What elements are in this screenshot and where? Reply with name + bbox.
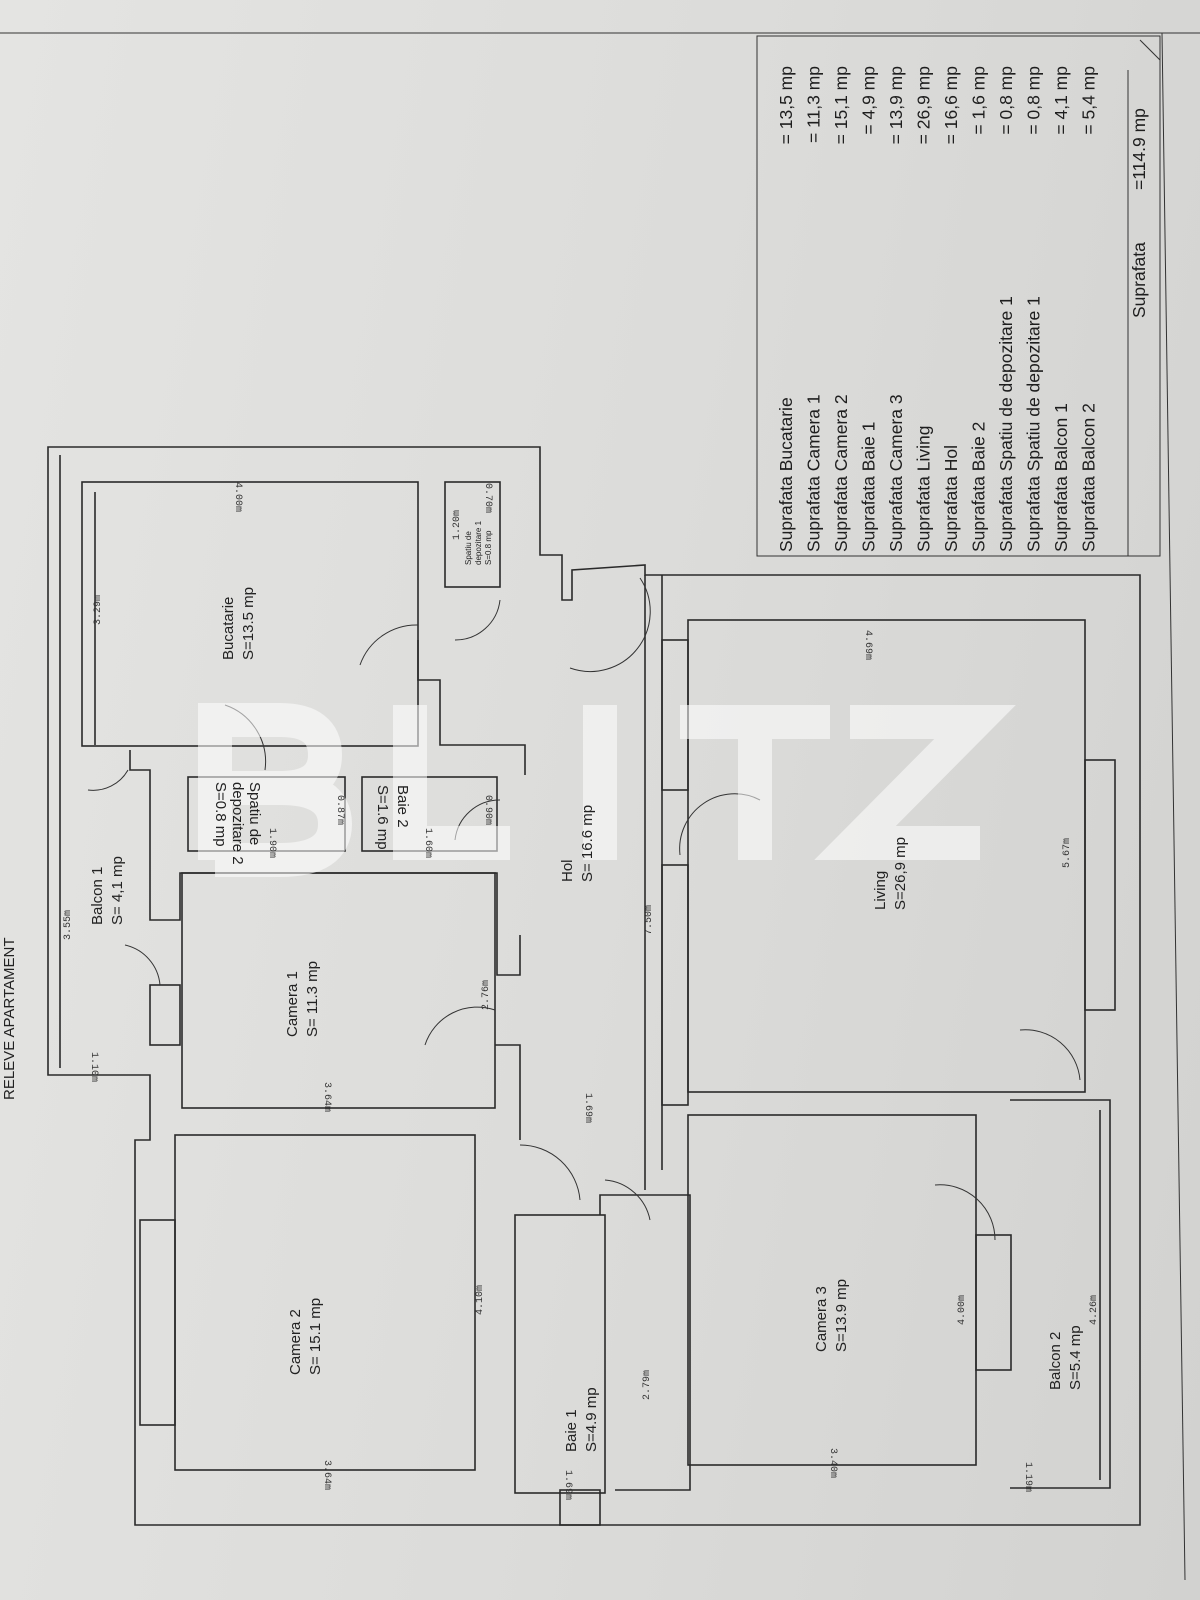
- area-row-value: = 0,8 mp: [1024, 66, 1044, 135]
- dim-label: 5.67m: [1062, 838, 1073, 868]
- area-row-value: = 15,1 mp: [831, 66, 851, 144]
- watermark-letter-b: [198, 703, 353, 877]
- dimension-labels: 3.29m 4.00m 0.70m 1.20m 3.55m 1.10m 3.64…: [63, 482, 1100, 1500]
- area-row-value: = 13,9 mp: [886, 66, 906, 144]
- dim-label: 1.69m: [562, 1470, 573, 1500]
- area-table-frame: [756, 35, 1161, 557]
- watermark-letter-l: [393, 705, 510, 860]
- area-row-value: = 1,6 mp: [969, 66, 989, 135]
- area-row-label: Suprafata Balcon 2: [1079, 403, 1099, 552]
- area-row-label: Suprafata Spatiu de depozitare 1: [1024, 296, 1044, 552]
- total-area-label: Suprafata: [1129, 242, 1149, 318]
- area-row-label: Suprafata Camera 1: [804, 394, 824, 552]
- dim-label: 4.00m: [232, 482, 243, 512]
- area-row-label: Suprafata Bucatarie: [776, 397, 796, 552]
- dim-label: 4.10m: [475, 1285, 486, 1315]
- dim-label: 4.26m: [1089, 1295, 1100, 1325]
- dim-label: 0.90m: [482, 795, 493, 825]
- area-row-label: Suprafata Spatiu de depozitare 1: [996, 296, 1016, 552]
- area-row-value: = 13,5 mp: [776, 66, 796, 144]
- area-row-label: Suprafata Balcon 1: [1051, 403, 1071, 552]
- dim-label: 3.29m: [93, 595, 104, 625]
- dim-label: 1.90m: [266, 828, 277, 858]
- dim-label: 2.79m: [642, 1370, 653, 1400]
- area-row-value: = 26,9 mp: [914, 66, 934, 144]
- room-label-baie-2: Baie 2S=1.6 mp: [374, 785, 411, 850]
- dim-label: 1.19m: [1022, 1462, 1033, 1492]
- dim-label: 3.40m: [827, 1448, 838, 1478]
- dim-label: 2.76m: [481, 980, 492, 1010]
- dim-label: 4.00m: [957, 1295, 968, 1325]
- area-row-label: Suprafata Camera 2: [831, 394, 851, 552]
- total-area-value: =114.9 mp: [1129, 108, 1149, 190]
- area-row-value: = 5,4 mp: [1079, 66, 1099, 135]
- dim-label: 1.10m: [88, 1052, 99, 1082]
- area-row-value: = 4,9 mp: [859, 66, 879, 135]
- dim-label: 3.64m: [321, 1460, 332, 1490]
- door-swings: [87, 577, 1081, 1241]
- area-row-label: Suprafata Baie 1: [859, 422, 879, 552]
- watermark-letter-t: [680, 705, 830, 860]
- dim-label: 7.50m: [644, 905, 655, 935]
- watermark-letter-z: [814, 705, 1016, 860]
- room-label-depozitare-2: Spatiu dedepozitare 2S=0.8 mp: [212, 782, 263, 865]
- dim-label: 0.70m: [482, 483, 493, 513]
- dim-label: 1.20m: [452, 510, 463, 540]
- area-row-value: = 0,8 mp: [996, 66, 1016, 135]
- area-row-label: Suprafata Baie 2: [969, 422, 989, 552]
- sheet-frame: [0, 32, 1200, 1581]
- dim-label: 1.69m: [582, 1093, 593, 1123]
- area-row-value: = 4,1 mp: [1051, 66, 1071, 135]
- area-row-label: Suprafata Camera 3: [886, 394, 906, 552]
- area-row-label: Suprafata Living: [914, 426, 934, 552]
- dim-label: 0.87m: [334, 795, 345, 825]
- dim-label: 3.55m: [63, 910, 74, 940]
- dim-label: 1.60m: [422, 828, 433, 858]
- area-table: Suprafata Bucatarie = 13,5 mp Suprafata Ca…: [776, 66, 1099, 552]
- area-row-label: Suprafata Hol: [941, 445, 961, 552]
- area-row-value: = 11,3 mp: [804, 66, 824, 143]
- walls: [47, 446, 1141, 1526]
- dim-label: 4.69m: [862, 630, 873, 660]
- room-label-depozitare-1: Spatiu dedepozitare 1S=0.8 mp: [464, 520, 493, 565]
- plan-title: RELEVE APARTAMENT: [1, 937, 18, 1100]
- area-row-value: = 16,6 mp: [941, 66, 961, 144]
- watermark-logo: [198, 703, 1016, 877]
- dim-label: 3.64m: [321, 1082, 332, 1112]
